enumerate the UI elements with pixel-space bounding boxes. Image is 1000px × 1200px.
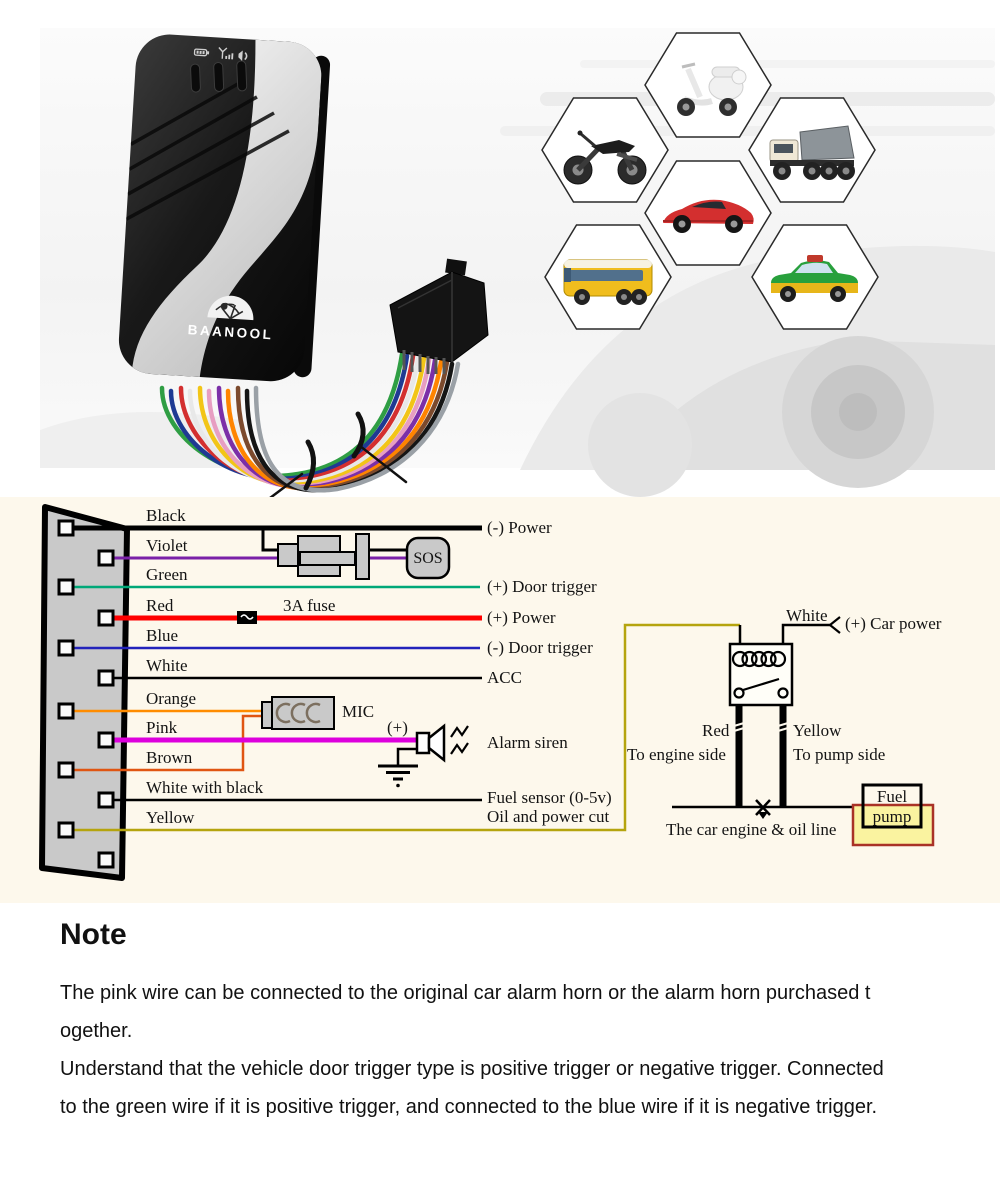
hexagon-scooter [644,32,772,138]
battery-icon [193,48,210,57]
sports-car-image [663,199,754,233]
truck-image [769,125,855,180]
brand-logo: BAANOOL [187,295,274,342]
mic-label: MIC [342,702,375,721]
speaker-icon [238,50,248,61]
output-acc: ACC [487,668,522,687]
car-power-arrow [828,616,841,634]
harness-connector [389,258,489,374]
output-pos-power: (+) Power [487,608,556,627]
scooter-image [677,62,747,116]
taxi-image [771,255,858,302]
relay-yellow-label: Yellow [793,721,842,740]
relay-coil [731,650,787,668]
wire-label-white: White [146,656,188,675]
output-pos-door: (+) Door trigger [487,577,597,596]
engine-side-label: To engine side [627,745,726,764]
wire-label-white-with-black: White with black [146,778,264,797]
brand-text: BAANOOL [187,322,274,342]
pump-side-label: To pump side [793,745,886,764]
hexagon-motorcycle [541,97,669,203]
engine-oil-line-label: The car engine & oil line [666,820,837,839]
fuse-label: 3A fuse [283,596,336,615]
wire-yellow [66,623,740,832]
cut-mark [755,799,771,819]
fuel-pump-label-1: Fuel [876,787,908,806]
sos-label: SOS [413,550,443,567]
hexagon-taxi [751,224,879,330]
wire-label-blue: Blue [146,626,179,645]
sos-switch [277,533,370,580]
output-fuel-sensor: Fuel sensor (0-5v) [487,788,612,807]
relay-switch [733,677,789,699]
silver-stripe [131,39,324,377]
siren-plus-label: (+) [387,718,408,737]
note-line-2: ogether. [60,1020,133,1042]
speaker-slots [190,60,248,93]
output-neg-door: (-) Door trigger [487,638,593,657]
note-line-3: Understand that the vehicle door trigger… [60,1058,884,1080]
note-body: The pink wire can be connected to the or… [60,974,945,1126]
wire-label-brown: Brown [146,748,193,767]
car-power-label: (+) Car power [845,614,942,633]
vehicle-hexagons [541,32,879,330]
wire-label-black: Black [146,506,186,525]
ground-symbol [378,747,418,788]
fuse [237,611,257,624]
relay-red-label: Red [702,721,730,740]
relay-white-label: White [786,606,828,625]
wire-label-red: Red [146,596,174,615]
note-section: Note The pink wire can be connected to t… [60,918,945,1126]
wire-label-pink: Pink [146,718,178,737]
connector-pins [57,519,115,869]
wire-label-yellow: Yellow [146,808,195,827]
hexagon-bus [544,224,672,330]
hexagon-truck [748,97,876,203]
wire-label-orange: Orange [146,689,197,708]
fuel-pump-box [861,783,923,829]
fuel-pump-label-2: pump [872,807,912,826]
sos-button [405,536,451,580]
gps-tracker-device: BAANOOL [118,34,331,382]
wiring-diagram-drawing [39,504,935,881]
alarm-siren-speaker [415,723,469,763]
product-photo: BAANOOL [40,28,995,497]
wire-brown [66,714,262,772]
wire-label-violet: Violet [146,536,188,555]
wire-label-green: Green [146,565,188,584]
note-line-4: to the green wire if it is positive trig… [60,1096,878,1118]
hexagon-sports-car [644,160,772,266]
note-line-1: The pink wire can be connected to the or… [60,982,871,1004]
wire-black-branch [261,528,280,552]
output-alarm-siren: Alarm siren [487,733,568,752]
note-title: Note [60,918,127,951]
motorcycle-image [563,130,647,185]
relay [728,616,841,807]
wiring-diagram: Black Violet Green Red Blue White Orange… [0,497,1000,903]
device-connector [39,504,130,881]
output-oil-power-cut: Oil and power cut [487,807,610,826]
wire-harness [159,351,461,497]
gsm-signal-icon [218,47,234,60]
microphone [261,696,335,730]
output-neg-power: (-) Power [487,518,552,537]
bus-image [563,259,653,305]
